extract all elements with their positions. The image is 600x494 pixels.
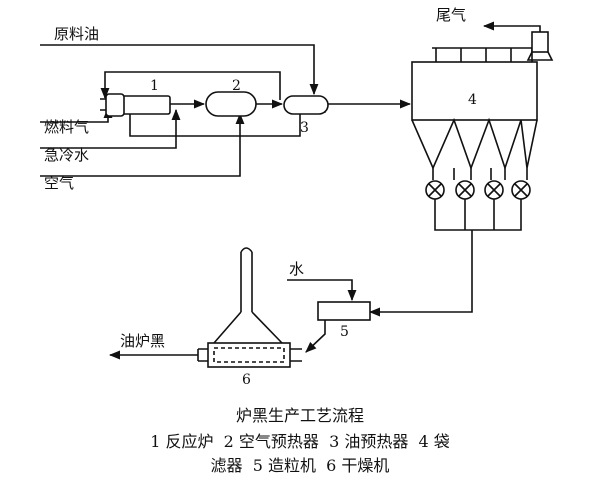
quench-water-line [40,108,181,149]
label-fuel-gas: 燃料气 [44,118,89,136]
dryer-6 [207,342,291,368]
oil-preheater-3 [283,95,329,115]
label-quench-water: 急冷水 [44,146,89,164]
pelletizer-5 [317,301,371,321]
label-air: 空气 [44,174,74,192]
process-flow-diagram: 原料油 燃料气 急冷水 空气 尾气 水 油炉黑 1 2 3 4 5 6 [40,6,554,388]
bag-filter-hoppers [411,117,538,171]
water-line [287,279,357,302]
rotary-valve-icons [425,180,531,200]
caption-legend-line2: 滤器 5 造粒机 6 干燥机 [210,456,390,475]
dryer-stack [240,252,253,312]
bagfilter-to-pelletizer-line [368,230,473,317]
bag-filter-body [411,61,538,121]
preheated-air-return-line [100,71,281,100]
feed-oil-line [40,44,319,96]
caption-legend: 1 反应炉 2 空气预热器 3 油预热器 4 袋 滤器 5 造粒机 6 干燥机 [0,430,600,478]
label-tail-gas: 尾气 [436,6,466,24]
label-product: 油炉黑 [120,332,165,350]
unit-number-4: 4 [468,92,477,108]
reactor-1 [100,93,171,117]
air-preheater-2 [205,91,257,117]
unit-number-3: 3 [300,120,309,136]
unit-number-6: 6 [242,372,251,388]
caption-title: 炉黑生产工艺流程 [235,406,364,425]
pelletizer-to-dryer-line [305,320,326,353]
label-feed-oil: 原料油 [54,25,99,43]
air-line [40,112,245,177]
unit-number-2: 2 [232,78,241,94]
label-water: 水 [289,260,304,278]
unit-number-1: 1 [150,78,159,94]
caption-legend-line1: 1 反应炉 2 空气预热器 3 油预热器 4 袋 [150,432,450,451]
unit-number-5: 5 [340,324,349,340]
fan-icon [531,31,549,53]
